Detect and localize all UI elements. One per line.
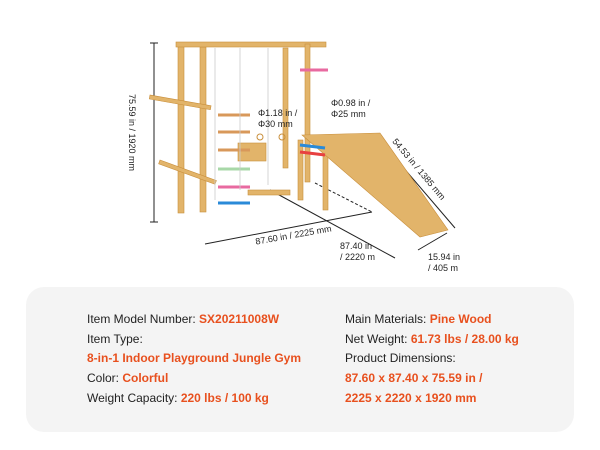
rung-diameter-1-line1: Φ1.18 in /: [258, 108, 298, 118]
spec-model: Item Model Number: SX20211008W: [87, 312, 279, 327]
jungle-gym-illustration: [148, 41, 456, 259]
rung-diameter-1-line2: Φ30 mm: [258, 119, 293, 129]
slide-width-line1: 15.94 in: [428, 252, 461, 262]
spec-value: 61.73 lbs / 28.00 kg: [410, 332, 519, 346]
depth-dimension: 87.40 in/ 2220 m: [340, 241, 375, 263]
spec-label: Item Model Number:: [87, 312, 200, 326]
depth-line1: 87.40 in: [340, 241, 373, 251]
spec-type-label: Item Type:: [87, 332, 143, 346]
rung-diameter-2-line1: Φ0.98 in /: [331, 98, 371, 108]
height-dimension: 75.59 in / 1920 mm: [127, 93, 138, 172]
spec-weight: Net Weight: 61.73 lbs / 28.00 kg: [345, 332, 519, 347]
rung-diameter-2-line2: Φ25 mm: [331, 109, 366, 119]
ropes: [214, 48, 269, 200]
rung-diameter-2: Φ0.98 in /Φ25 mm: [331, 98, 370, 120]
spec-label: Net Weight:: [345, 332, 411, 346]
ring: [278, 133, 286, 141]
spec-dims-line2: 2225 x 2220 x 1920 mm: [345, 391, 477, 405]
spec-value: Colorful: [122, 371, 169, 385]
spec-capacity: Weight Capacity: 220 lbs / 100 kg: [87, 391, 269, 406]
specs-card: [26, 287, 574, 432]
spec-label: Weight Capacity:: [87, 391, 181, 405]
spec-dims-line1: 87.60 x 87.40 x 75.59 in /: [345, 371, 483, 385]
depth-line2: / 2220 m: [340, 252, 376, 262]
spec-materials: Main Materials: Pine Wood: [345, 312, 491, 327]
spec-label: Color:: [87, 371, 123, 385]
spec-label: Main Materials:: [345, 312, 430, 326]
spec-value: 220 lbs / 100 kg: [180, 391, 269, 405]
spec-value: Pine Wood: [429, 312, 492, 326]
ring: [256, 133, 264, 141]
slide-width-line2: / 405 m: [428, 263, 459, 273]
spec-color: Color: Colorful: [87, 371, 168, 386]
rungs: [218, 68, 328, 205]
rung-diameter-1: Φ1.18 in /Φ30 mm: [258, 108, 297, 130]
slide-width-dimension: 15.94 in/ 405 m: [428, 252, 460, 274]
spec-dims-label: Product Dimensions:: [345, 351, 456, 365]
spec-type-value: 8-in-1 Indoor Playground Jungle Gym: [87, 351, 302, 365]
spec-value: SX20211008W: [199, 312, 280, 326]
frame: [148, 41, 449, 238]
